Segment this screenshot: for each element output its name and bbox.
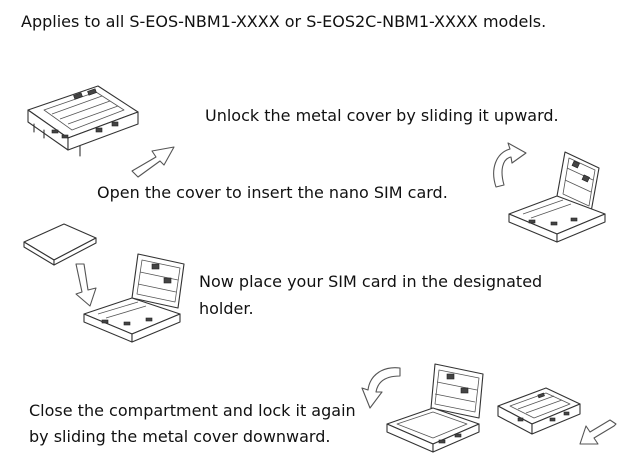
arrow-down-left-icon xyxy=(578,418,618,452)
step-4-text-line2: by sliding the metal cover downward. xyxy=(29,427,331,446)
step-3-text-line1: Now place your SIM card in the designate… xyxy=(199,272,543,291)
step-2-text: Open the cover to insert the nano SIM ca… xyxy=(97,183,448,202)
step-4-text-line1: Close the compartment and lock it again xyxy=(29,401,356,420)
step-3-text-line2: holder. xyxy=(199,299,254,318)
curved-arrow-icon xyxy=(490,141,530,193)
sim-tray-closed-illustration xyxy=(22,80,142,174)
step-1-text: Unlock the metal cover by sliding it upw… xyxy=(205,106,559,125)
sim-tray-closing-illustration xyxy=(383,360,493,462)
applies-note: Applies to all S-EOS-NBM1-XXXX or S-EOS2… xyxy=(21,12,547,31)
sim-tray-closed-illustration-2 xyxy=(494,384,584,448)
arrow-down-icon xyxy=(72,262,104,312)
sim-tray-open-illustration-2 xyxy=(80,252,190,351)
arrow-up-right-icon xyxy=(130,143,180,183)
sim-tray-open-illustration xyxy=(505,148,610,247)
nano-sim-card xyxy=(20,222,98,272)
curved-arrow-left-icon xyxy=(360,364,404,416)
